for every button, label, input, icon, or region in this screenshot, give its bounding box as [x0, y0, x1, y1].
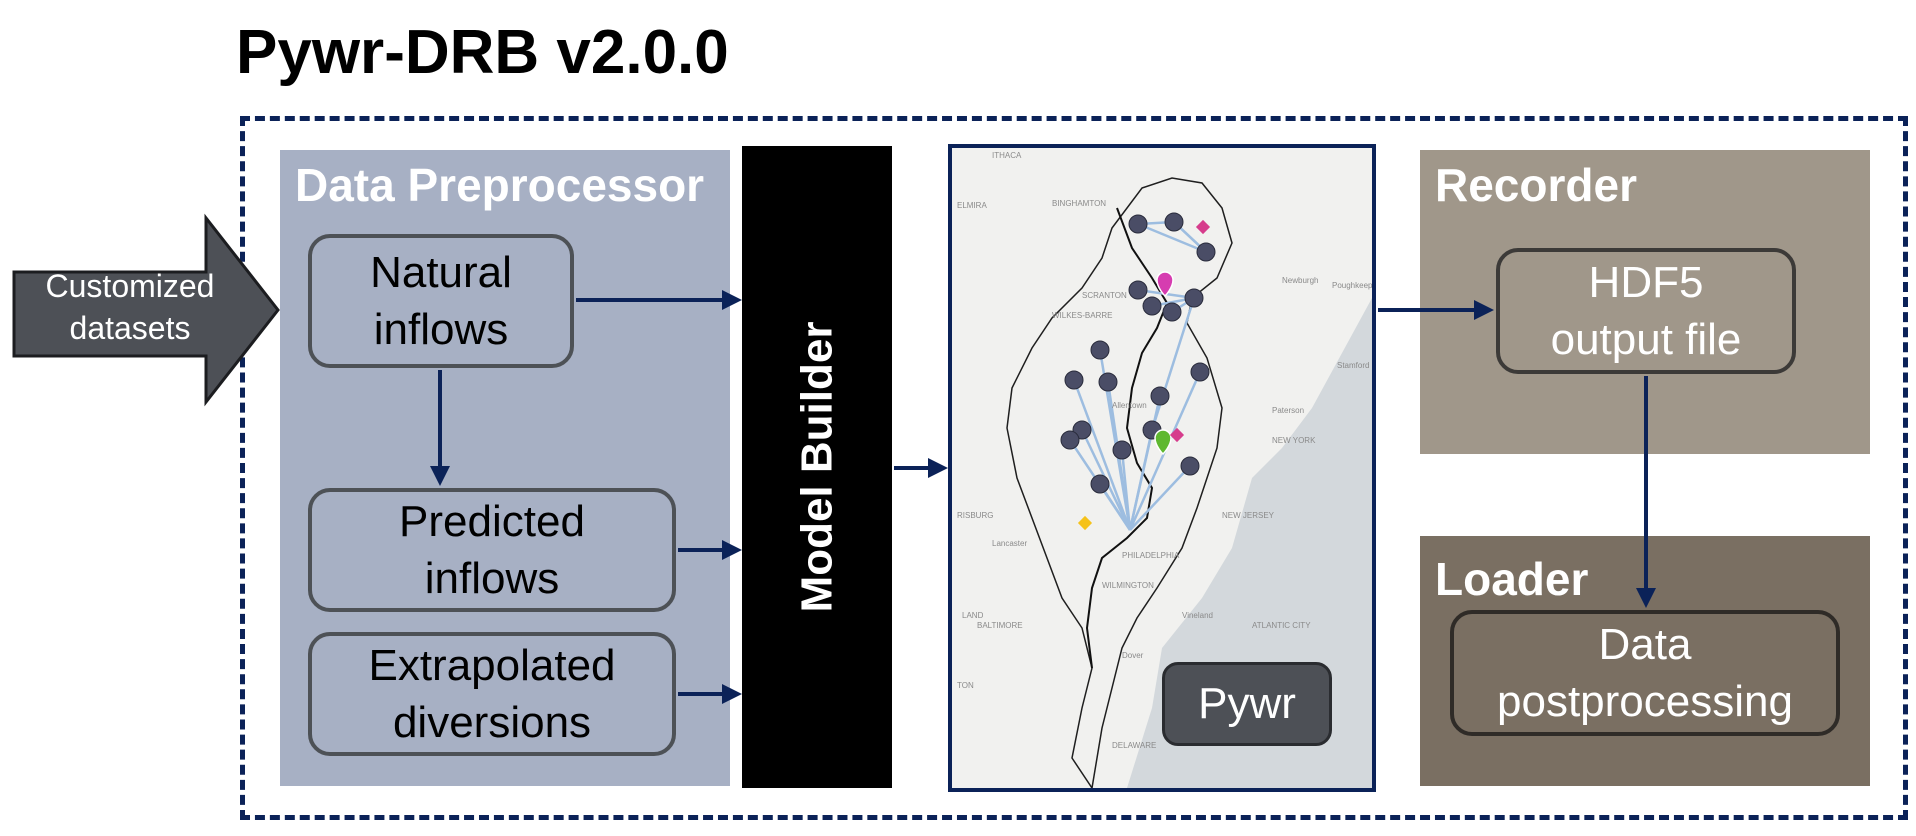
node-link [1120, 449, 1132, 531]
data-postprocessing-box: Data postprocessing [1450, 610, 1840, 736]
node-link [1150, 297, 1196, 431]
map-place-label: SCRANTON [1082, 291, 1127, 300]
reservoir-node-icon [1090, 474, 1110, 494]
reservoir-node-icon [1090, 340, 1110, 360]
reservoir-node-icon [1128, 280, 1148, 300]
extrapolated-diversions-line1: Extrapolated [368, 640, 616, 690]
postprocessing-line1: Data [1598, 619, 1692, 669]
postprocessing-line2: postprocessing [1497, 677, 1793, 726]
reservoir-node-icon [1112, 440, 1132, 460]
map-place-label: WILKES-BARRE [1052, 311, 1112, 320]
predicted-inflows-box: Predicted inflows [308, 488, 676, 612]
reservoir-node-icon [1064, 370, 1084, 390]
natural-inflows-line1: Natural [370, 247, 512, 297]
map-place-label: Dover [1122, 651, 1144, 660]
pywr-label-box: Pywr [1162, 662, 1332, 746]
reservoir-node-icon [1162, 302, 1182, 322]
extrapolated-diversions-line2: diversions [392, 698, 592, 747]
map-place-label: PHILADELPHIA [1122, 551, 1180, 560]
map-place-label: Vineland [1182, 611, 1213, 620]
map-place-label: Newburgh [1282, 276, 1318, 285]
reservoir-node-icon [1150, 386, 1170, 406]
predicted-inflows-line1: Predicted [399, 496, 585, 546]
map-place-label: Stamford [1337, 361, 1369, 370]
node-link [1129, 465, 1191, 531]
natural-inflows-box: Natural inflows [308, 234, 574, 368]
node-link [1137, 222, 1207, 254]
map-place-label: BALTIMORE [977, 621, 1023, 630]
data-preprocessor-title: Data Preprocessor [295, 159, 705, 211]
delaware-river [1085, 207, 1169, 669]
node-links [1068, 220, 1207, 531]
reservoir-node-icon [1164, 212, 1184, 232]
reservoir-node-icon [1060, 430, 1080, 450]
reservoir-node-icon [1128, 214, 1148, 234]
customized-datasets-arrow [12, 213, 280, 407]
map-place-labels: ITHACA ELMIRA BINGHAMTON SCRANTON WILKES-BAR… [957, 151, 1372, 750]
map-place-label: ITHACA [992, 151, 1022, 160]
map-place-label: Lancaster [992, 539, 1027, 548]
recorder-title: Recorder [1435, 159, 1637, 211]
location-pin-icon [1154, 429, 1172, 456]
map-place-label: BINGHAMTON [1052, 199, 1106, 208]
hdf5-line1: HDF5 [1588, 257, 1704, 307]
map-place-label: WILMINGTON [1102, 581, 1154, 590]
map-place-label: LAND [962, 611, 984, 620]
loader-title: Loader [1435, 553, 1589, 605]
map-place-label: DELAWARE [1112, 741, 1156, 750]
flow-target-diamond-icon [1195, 219, 1211, 235]
model-builder-bar: Model Builder [742, 146, 892, 788]
reservoir-node-icon [1098, 372, 1118, 392]
location-pin-icon [1156, 271, 1174, 298]
arrow-label-line2: datasets [69, 309, 191, 346]
reservoir-node-icon [1180, 456, 1200, 476]
reservoir-node-icon [1142, 296, 1162, 316]
map-place-label: RISBURG [957, 511, 993, 520]
reservoir-node-icon [1196, 242, 1216, 262]
arrow-label-line1: Customized [45, 268, 215, 304]
map-place-label: ATLANTIC CITY [1252, 621, 1311, 630]
flow-target-diamond-icon [1169, 427, 1185, 443]
map-place-label: TON [957, 681, 974, 690]
reservoir-node-icon [1190, 362, 1210, 382]
map-place-label: Poughkeepsie [1332, 281, 1372, 290]
reservoir-node-icon [1184, 288, 1204, 308]
predicted-inflows-line2: inflows [424, 554, 560, 603]
customized-datasets-label: Customized datasets [20, 266, 240, 349]
map-place-label: ELMIRA [957, 201, 987, 210]
pywr-drb-boundary [240, 116, 1908, 820]
diagram-title: Pywr-DRB v2.0.0 [236, 18, 729, 87]
hdf5-output-file-box: HDF5 output file [1496, 248, 1796, 374]
map-place-label: NEW JERSEY [1222, 511, 1275, 520]
node-link [1072, 379, 1132, 531]
map-place-label: Allentown [1112, 401, 1147, 410]
node-link [1128, 429, 1154, 531]
map-place-label: NEW YORK [1272, 436, 1316, 445]
map-place-label: Paterson [1272, 406, 1304, 415]
hdf5-line2: output file [1550, 315, 1742, 364]
flow-target-diamond-icon [1077, 515, 1093, 531]
extrapolated-diversions-box: Extrapolated diversions [308, 632, 676, 756]
reservoir-nodes [1060, 212, 1216, 494]
natural-inflows-line2: inflows [373, 305, 509, 354]
